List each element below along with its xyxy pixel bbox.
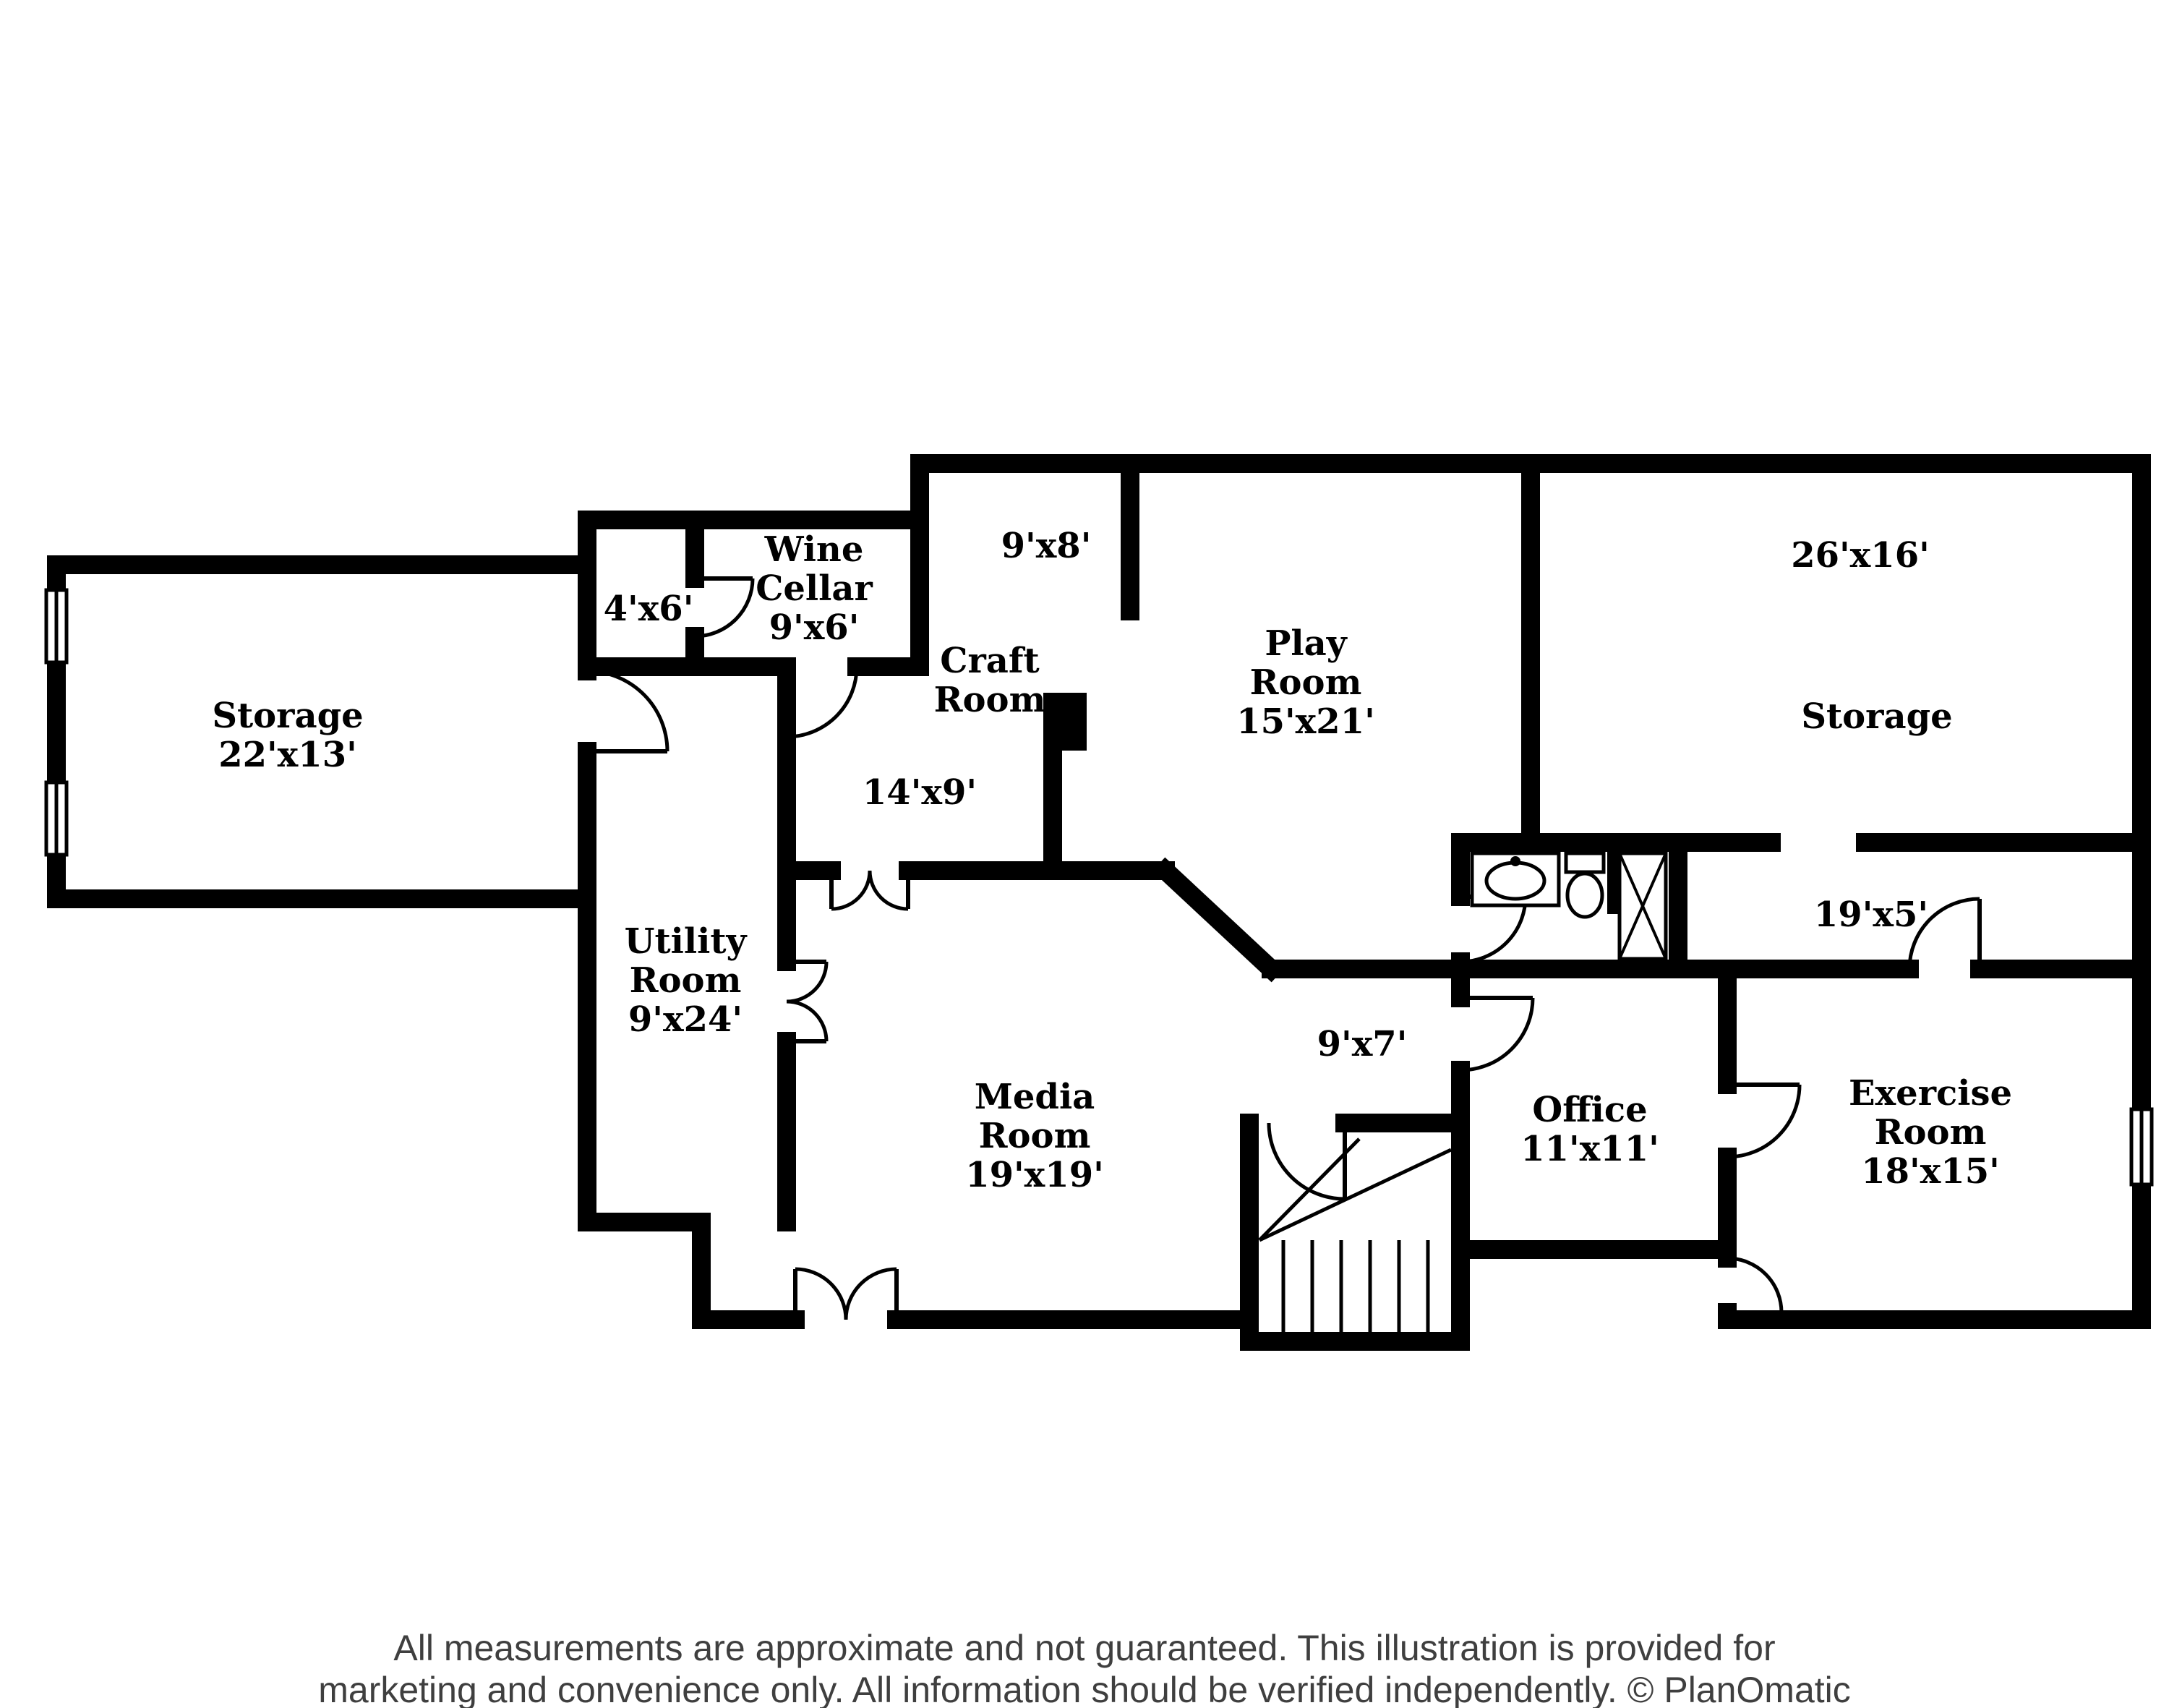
room-label-wine-cellar-dims: 9'x6' bbox=[769, 607, 860, 648]
door bbox=[784, 666, 859, 739]
double-door bbox=[829, 870, 910, 911]
room-label-media-room: Room bbox=[979, 1116, 1091, 1156]
door bbox=[1727, 1256, 1784, 1315]
door bbox=[586, 669, 669, 753]
window bbox=[2127, 1107, 2156, 1187]
walls bbox=[47, 454, 2151, 1351]
room-label-utility-room: Utility bbox=[625, 921, 748, 962]
room-label-wine-cellar: Wine bbox=[764, 529, 864, 570]
room-label-play-room: Play bbox=[1265, 623, 1348, 664]
room-label-landing-dims: 9'x7' bbox=[1317, 1024, 1408, 1064]
room-label-storage-left-dims: 22'x13' bbox=[218, 735, 357, 775]
room-label-media-room-dims: 19'x19' bbox=[965, 1155, 1104, 1195]
door bbox=[1267, 1122, 1347, 1201]
room-label-storage-right: Storage bbox=[1801, 696, 1952, 737]
double-door bbox=[786, 960, 829, 1043]
room-label-exercise-room: Room bbox=[1875, 1112, 1987, 1153]
windows bbox=[42, 588, 2156, 1187]
door bbox=[1907, 897, 1982, 970]
stairs-icon bbox=[1258, 1137, 1453, 1332]
wall-segments bbox=[47, 454, 2151, 1351]
room-label-media-room: Media bbox=[975, 1077, 1095, 1117]
room-label-craft-room-dims: 14'x9' bbox=[863, 772, 977, 813]
room-label-craft-room: Room bbox=[934, 680, 1046, 720]
room-label-office-dims: 11'x11' bbox=[1520, 1129, 1659, 1169]
doors bbox=[586, 576, 1982, 1320]
wall-column bbox=[1043, 693, 1087, 751]
disclaimer-line-2: marketing and convenience only. All info… bbox=[318, 1670, 1851, 1708]
window bbox=[42, 588, 71, 665]
room-label-office: Office bbox=[1532, 1090, 1647, 1130]
room-label-craft-room: Craft bbox=[940, 641, 1039, 681]
room-label-closet-dims: 4'x6' bbox=[604, 589, 694, 629]
door bbox=[1460, 996, 1535, 1072]
sink-icon bbox=[1470, 851, 1561, 908]
room-label-hallway-dims: 19'x5' bbox=[1814, 894, 1928, 935]
disclaimer-line-1: All measurements are approximate and not… bbox=[393, 1628, 1775, 1668]
room-label-play-room: Room bbox=[1250, 662, 1362, 703]
door bbox=[1727, 1083, 1802, 1159]
room-labels: Storage 22'x13' 4'x6' Wine Cellar 9'x6' … bbox=[212, 526, 2012, 1195]
room-label-exercise-room-dims: 18'x15' bbox=[1861, 1151, 2000, 1192]
room-label-storage-left: Storage bbox=[212, 696, 363, 736]
disclaimer: All measurements are approximate and not… bbox=[318, 1628, 1851, 1708]
room-label-wine-cellar: Cellar bbox=[756, 568, 873, 609]
room-label-play-room-dims: 15'x21' bbox=[1236, 701, 1375, 742]
room-label-exercise-room: Exercise bbox=[1849, 1073, 2012, 1114]
shower-icon bbox=[1617, 851, 1668, 961]
room-label-storage-right-dims: 26'x16' bbox=[1791, 535, 1930, 576]
door bbox=[694, 576, 755, 639]
room-label-utility-room-dims: 9'x24' bbox=[628, 999, 743, 1040]
room-label-nook-dims: 9'x8' bbox=[1001, 526, 1092, 566]
toilet-icon bbox=[1564, 851, 1606, 919]
room-label-utility-room: Room bbox=[630, 960, 742, 1001]
window bbox=[42, 780, 71, 857]
double-door bbox=[793, 1267, 899, 1320]
bathroom-fixtures bbox=[1470, 851, 1668, 961]
